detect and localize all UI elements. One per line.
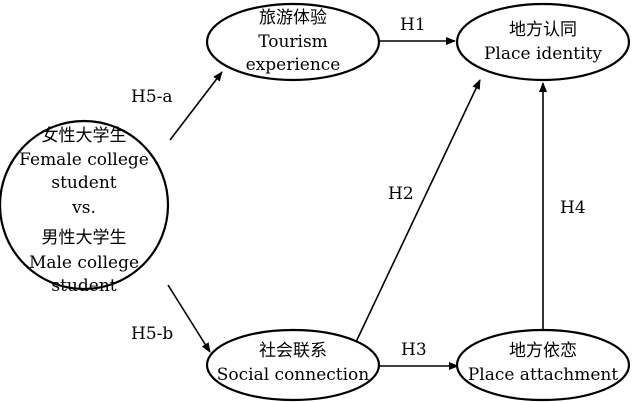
place-identity-line-2: Place identity [484, 44, 602, 64]
group-circle [0, 119, 170, 291]
node-place-attachment: 地方依恋 Place attachment [455, 328, 631, 402]
tourism-experience-line-1: 旅游体验 [259, 8, 327, 28]
social-connection-line-2: Social connection [217, 365, 370, 385]
edge-label-h5a: H5-a [131, 87, 173, 107]
edge-h2 [355, 79, 481, 343]
group-label-line-5: 男性大学生 [42, 228, 127, 248]
place-identity-line-1: 地方认同 [509, 20, 577, 40]
place-identity-ellipse [455, 2, 631, 82]
place-attachment-line-2: Place attachment [468, 365, 619, 385]
edge-label-h2: H2 [388, 184, 414, 204]
group-label-line-4: vs. [71, 198, 96, 218]
edge-label-h1: H1 [400, 15, 426, 35]
tourism-experience-ellipse [205, 2, 381, 82]
edges [167, 37, 547, 370]
place-attachment-ellipse [455, 328, 631, 402]
edge-h5a [169, 71, 223, 141]
social-connection-line-1: 社会联系 [259, 341, 327, 361]
node-tourism-experience: 旅游体验 Tourism experience [205, 2, 381, 82]
group-label-line-3: student [51, 173, 116, 193]
tourism-experience-line-2: Tourism [258, 32, 328, 52]
edge-labels: H5-a H5-b H1 H2 H3 H4 [131, 15, 586, 360]
group-label-line-6: Male college [29, 253, 139, 273]
place-attachment-line-1: 地方依恋 [509, 340, 577, 361]
social-connection-ellipse [205, 328, 381, 402]
tourism-experience-line-3: experience [246, 55, 341, 75]
edge-label-h3: H3 [401, 340, 427, 360]
node-place-identity: 地方认同 Place identity [455, 2, 631, 82]
node-group: 女性大学生 Female college student vs. 男性大学生 M… [0, 119, 170, 296]
group-label-line-7: student [51, 276, 116, 296]
edge-h5b [167, 284, 211, 353]
edge-label-h4: H4 [560, 198, 586, 218]
node-social-connection: 社会联系 Social connection [205, 328, 381, 402]
edge-label-h5b: H5-b [131, 324, 173, 344]
group-label-line-1: 女性大学生 [42, 126, 127, 146]
group-label-line-2: Female college [19, 150, 149, 170]
